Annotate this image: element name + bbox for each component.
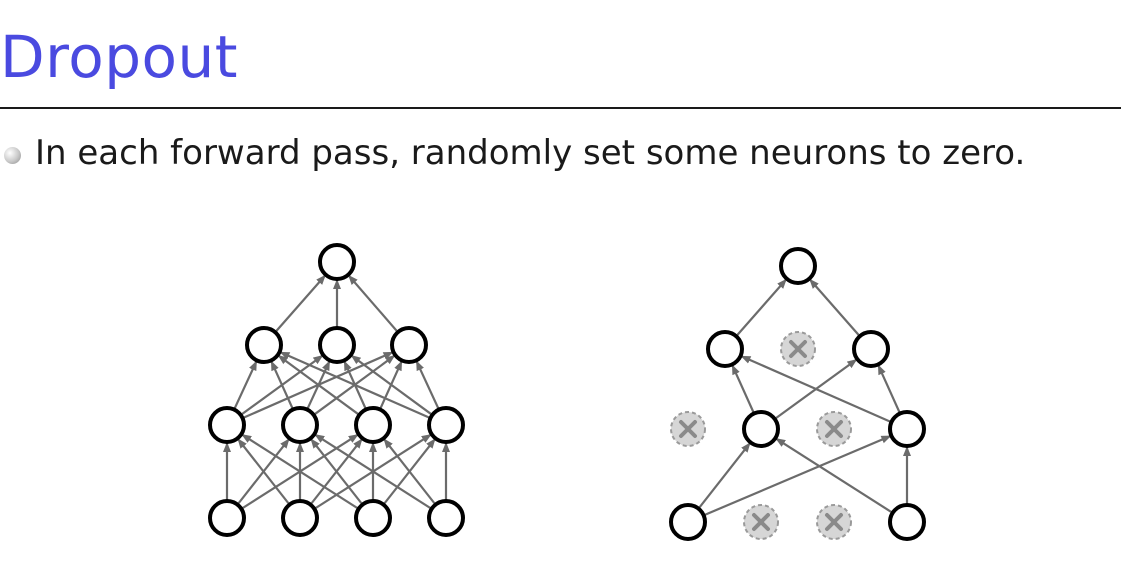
dropout-network-diagram <box>669 247 926 541</box>
bullet-dot-icon <box>4 146 21 164</box>
connection-arrow <box>731 364 756 414</box>
connection-arrow <box>279 351 431 420</box>
neuron-node <box>888 410 926 448</box>
neuron-node <box>742 410 780 448</box>
dropped-neuron <box>670 411 706 447</box>
connection-arrow <box>415 360 440 411</box>
neuron-node <box>706 330 744 368</box>
title-divider <box>0 107 1121 109</box>
dropped-neuron <box>743 504 779 540</box>
bullet-text: In each forward pass, randomly set some … <box>35 133 1026 173</box>
neuron-node <box>669 503 707 541</box>
connection-arrow <box>350 354 433 416</box>
connection-arrow <box>347 274 399 333</box>
bullet-item: In each forward pass, randomly set some … <box>4 130 1025 176</box>
connection-arrow <box>703 435 892 517</box>
neuron-node <box>888 503 926 541</box>
neuron-node <box>427 406 465 444</box>
connection-arrow <box>735 278 787 337</box>
connection-arrow <box>740 355 892 424</box>
dropped-neuron <box>780 331 816 367</box>
x-mark-icon <box>752 513 770 531</box>
x-mark-icon <box>825 513 843 531</box>
neuron-node <box>852 330 890 368</box>
x-mark-icon <box>789 340 807 358</box>
connection-arrow <box>697 442 751 510</box>
neuron-node <box>208 499 246 537</box>
x-mark-icon <box>825 420 843 438</box>
neuron-node <box>427 499 465 537</box>
connection-arrow <box>310 438 364 506</box>
neuron-node <box>779 247 817 285</box>
connection-arrow <box>274 274 326 333</box>
neuron-node <box>318 326 356 364</box>
connection-arrow <box>270 360 295 410</box>
connection-arrow <box>877 364 902 414</box>
connection-arrow <box>314 433 433 510</box>
connection-arrow <box>383 438 437 506</box>
connection-arrow <box>277 354 360 416</box>
neuron-node <box>354 499 392 537</box>
full-network-diagram <box>208 243 465 537</box>
dropped-neuron <box>816 411 852 447</box>
connection-arrow <box>233 360 258 411</box>
neuron-node <box>318 243 356 281</box>
neuron-node <box>208 406 246 444</box>
dropped-neuron <box>816 504 852 540</box>
neuron-node <box>245 326 283 364</box>
neuron-node <box>281 499 319 537</box>
neuron-node <box>390 326 428 364</box>
x-mark-icon <box>679 420 697 438</box>
connection-arrow <box>237 438 291 506</box>
connection-arrow <box>809 278 861 337</box>
slide-title: Dropout <box>0 23 239 91</box>
dropout-diagram <box>208 243 926 541</box>
neuron-node <box>354 406 392 444</box>
connection-arrow <box>241 433 360 510</box>
neuron-node <box>281 406 319 444</box>
connection-arrow <box>775 437 894 514</box>
